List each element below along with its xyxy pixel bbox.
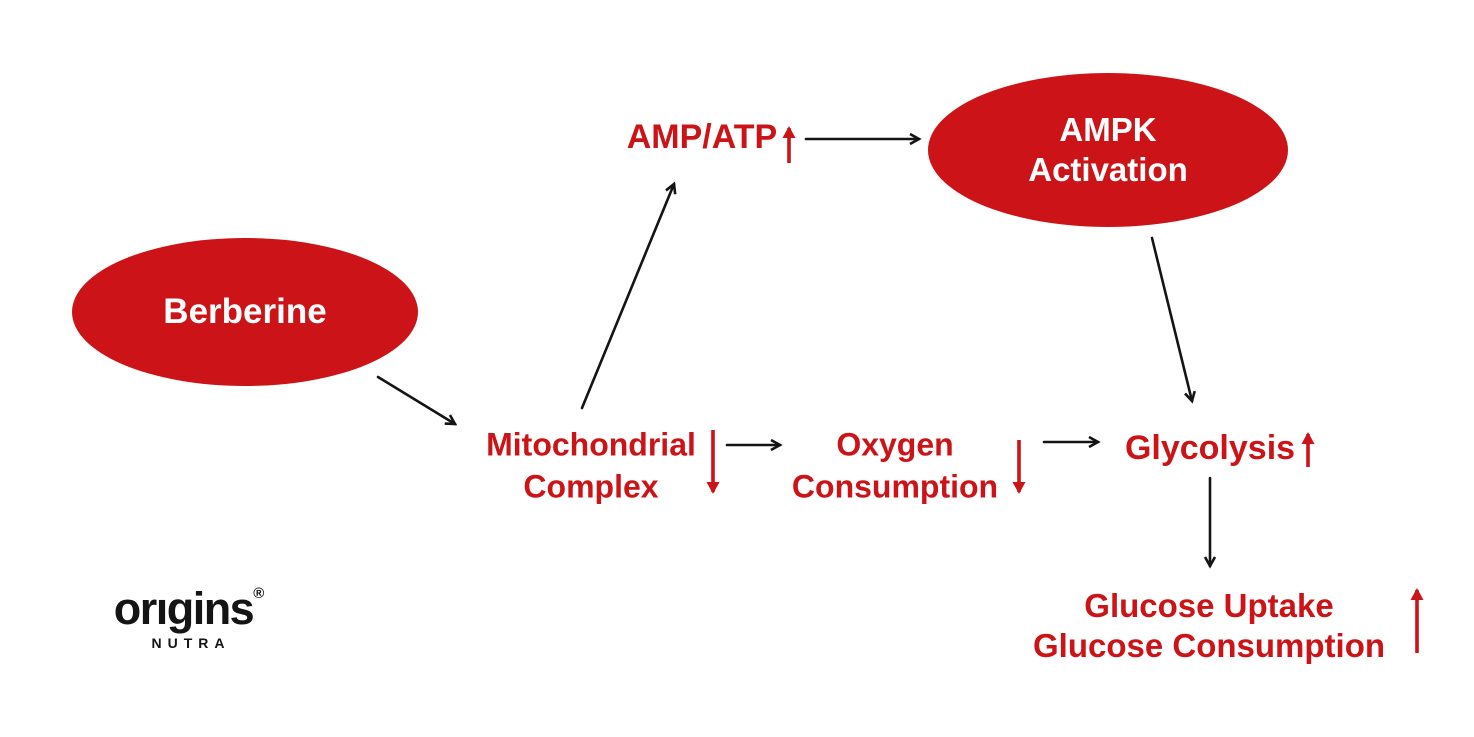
origins-nutra-logo: orıgins® NUTRA xyxy=(104,586,274,651)
node-ampk-label-line1: AMPK xyxy=(1059,110,1157,148)
node-berberine: Berberine xyxy=(72,238,418,386)
node-glucose-line2: Glucose Consumption xyxy=(1032,627,1386,664)
node-mitochondrial-line2: Complex xyxy=(523,468,659,504)
node-mitochondrial-line1: Mitochondrial xyxy=(486,426,696,463)
node-glucose-line1: Glucose Uptake xyxy=(1084,586,1334,624)
arrow-berberine-to-mitochondrial xyxy=(376,375,455,424)
node-oxygen-line2: Consumption xyxy=(791,468,999,504)
arrow-mitochondrial-to-amp-atp xyxy=(580,184,674,410)
node-glucose-uptake-consumption: Glucose Uptake Glucose Consumption xyxy=(1033,586,1385,667)
registered-trademark-icon: ® xyxy=(253,585,265,602)
logo-wordmark: orıgins xyxy=(113,583,255,634)
logo-subtext: NUTRA xyxy=(151,635,231,651)
node-oxygen-line1: Oxygen xyxy=(836,426,954,463)
node-glycolysis: Glycolysis xyxy=(1125,426,1295,470)
node-ampk-label-line2: Activation xyxy=(1028,151,1188,188)
node-mitochondrial-complex: Mitochondrial Complex xyxy=(486,424,696,507)
node-amp-atp: AMP/ATP xyxy=(627,115,777,159)
node-berberine-label: Berberine xyxy=(163,292,327,331)
node-oxygen-consumption: Oxygen Consumption xyxy=(792,424,998,507)
node-glycolysis-label: Glycolysis xyxy=(1124,428,1296,467)
arrow-ampk-to-glycolysis xyxy=(1150,236,1192,401)
node-amp-atp-label: AMP/ATP xyxy=(626,117,778,156)
node-ampk-activation: AMPK Activation xyxy=(928,73,1288,227)
